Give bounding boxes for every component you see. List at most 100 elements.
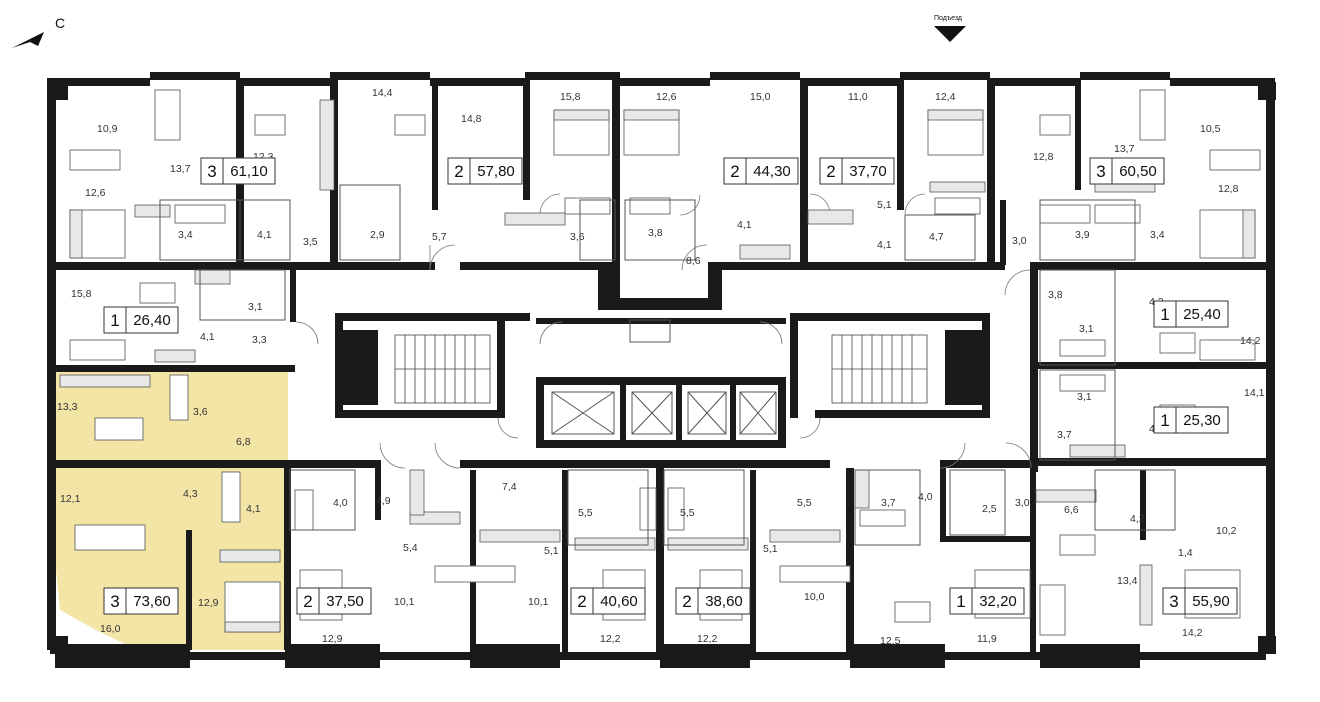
room-area-label: 3,8 [1048, 289, 1063, 301]
apartment-rooms: 1 [1160, 411, 1169, 430]
apartment-rooms: 3 [110, 592, 119, 611]
room-area-label: 4,7 [929, 231, 944, 243]
room-area-label: 3,0 [1012, 235, 1027, 247]
room-area-label: 13,3 [57, 401, 78, 413]
badge-area-box [125, 306, 179, 334]
room-area-label: 4,1 [200, 331, 215, 343]
room-area-label: 3,1 [1077, 391, 1092, 403]
room-area-label: 4,0 [918, 491, 933, 503]
room-area-label: 3,9 [1075, 229, 1090, 241]
badge-area-box [697, 587, 751, 615]
badge-area-box [318, 587, 372, 615]
interior-walls [55, 80, 1270, 658]
room-area-label: 4,1 [737, 219, 752, 231]
badge-area-box [222, 157, 276, 185]
room-area-label: 5,5 [680, 507, 695, 519]
apartment-rooms: 2 [454, 162, 463, 181]
room-area-label: 3,7 [881, 497, 896, 509]
apartment-area: 37,50 [326, 593, 364, 610]
room-area-label: 12,9 [198, 597, 219, 609]
room-area-label: 5,1 [877, 199, 892, 211]
apartment-area: 26,40 [133, 312, 171, 329]
badge-area-box [592, 587, 646, 615]
apartment-area: 73,60 [133, 593, 171, 610]
room-area-label: 5,5 [578, 507, 593, 519]
room-area-label: 14,4 [372, 87, 393, 99]
apartment-rooms: 2 [826, 162, 835, 181]
badge-area-box [1184, 587, 1238, 615]
room-area-label: 3,1 [1079, 323, 1094, 335]
room-area-label: 15,8 [71, 288, 92, 300]
room-area-label: 1,4 [1178, 547, 1193, 559]
room-area-label: 10,9 [97, 123, 118, 135]
room-area-label: 12,8 [1033, 151, 1054, 163]
badge-area-box [1175, 406, 1229, 434]
room-area-label: 3,4 [178, 229, 193, 241]
badge-area-box [841, 157, 895, 185]
room-area-label: 14,1 [1244, 387, 1265, 399]
room-area-label: 3,0 [1015, 497, 1030, 509]
room-area-label: 10,1 [394, 596, 415, 608]
room-area-label: 5,4 [403, 542, 418, 554]
room-area-label: 14,8 [461, 113, 482, 125]
apartment-area: 37,70 [849, 163, 887, 180]
apartment-rooms: 1 [1160, 305, 1169, 324]
room-area-label: 4,1 [246, 503, 261, 515]
entrance-marker: Подъезд [934, 15, 966, 42]
stair-right [831, 334, 928, 404]
partitions [159, 184, 1176, 546]
room-area-label: 16,0 [100, 623, 121, 635]
room-area-label: 3,8 [648, 227, 663, 239]
stair-left [394, 334, 491, 404]
apartment-area: 55,90 [1192, 593, 1230, 610]
compass: С [12, 15, 65, 48]
apartment-rooms: 1 [110, 311, 119, 330]
room-area-label: 11,0 [848, 91, 868, 103]
room-area-label: 4,1 [257, 229, 272, 241]
room-area-label: 12,6 [85, 187, 106, 199]
room-area-label: 10,1 [528, 596, 549, 608]
room-area-label: 3,7 [1057, 429, 1072, 441]
room-area-label: 5,1 [544, 545, 559, 557]
room-area-label: 4,3 [183, 488, 198, 500]
room-area-label: 4,9 [376, 495, 391, 507]
apartment-rooms: 3 [207, 162, 216, 181]
apartment-area: 38,60 [705, 593, 743, 610]
room-area-label: 15,8 [560, 91, 581, 103]
room-area-label: 3,6 [193, 406, 208, 418]
room-area-label: 12,8 [1218, 183, 1239, 195]
compass-arrow-icon [12, 32, 44, 48]
room-area-label: 3,6 [570, 231, 585, 243]
apartment-rooms: 2 [682, 592, 691, 611]
badge-area-box [469, 157, 523, 185]
room-area-label: 15,0 [750, 91, 771, 103]
room-area-label: 12,2 [600, 633, 621, 645]
apartment-rooms: 3 [1096, 162, 1105, 181]
apartment-area: 60,50 [1119, 163, 1157, 180]
apartment-area: 32,20 [979, 593, 1017, 610]
room-area-label: 13,7 [170, 163, 191, 175]
apartment-area: 61,10 [230, 163, 268, 180]
apartment-rooms: 2 [577, 592, 586, 611]
apartment-rooms: 3 [1169, 592, 1178, 611]
room-area-label: 4,2 [1130, 513, 1145, 525]
apartment-rooms: 1 [956, 592, 965, 611]
apartment-area: 25,30 [1183, 412, 1221, 429]
room-area-label: 4,1 [877, 239, 892, 251]
badge-area-box [971, 587, 1025, 615]
